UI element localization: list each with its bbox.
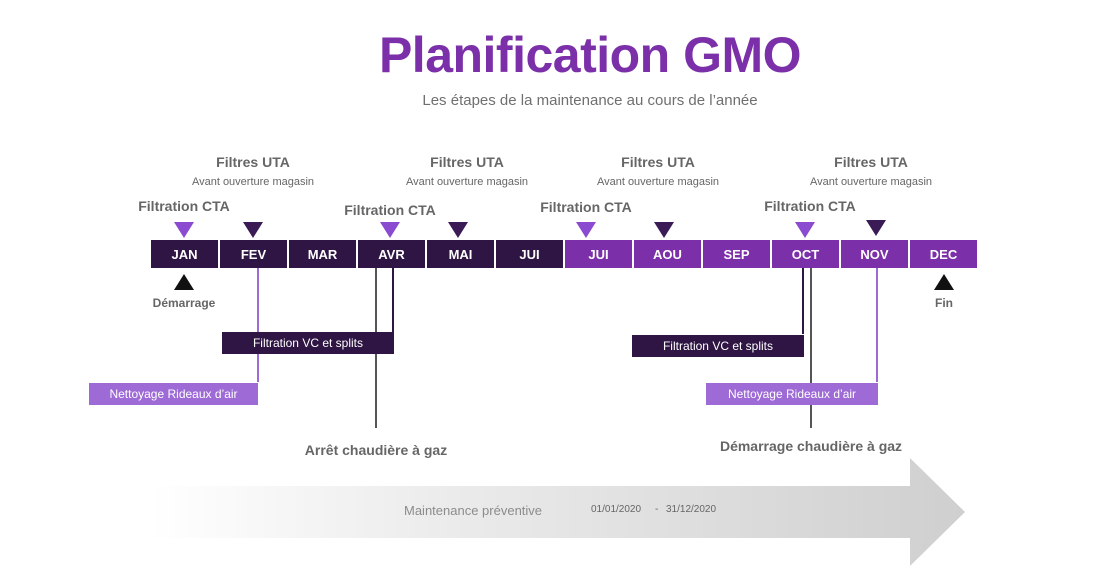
filtres-uta-marker-2 [448,222,468,238]
page-title: Planification GMO [378,27,802,83]
nettoyage-box-2: Nettoyage Rideaux d’air [706,383,878,405]
filtration-vc-connector-2 [802,268,804,334]
filtration-cta-marker-2 [380,222,400,238]
demarrage-chaudiere-label: Démarrage chaudière à gaz [719,438,903,454]
avant-ouverture-label-3: Avant ouverture magasin [596,176,720,188]
filtration-cta-marker-1 [174,222,194,238]
nettoyage-box-1: Nettoyage Rideaux d’air [89,383,258,405]
month-fev: FEV [220,240,287,268]
month-aou: AOU [634,240,701,268]
arrow-start-date: 01/01/2020 [591,504,642,515]
month-oct: OCT [772,240,839,268]
arret-chaudiere-label: Arrêt chaudière à gaz [304,442,448,458]
month-avr: AVR [358,240,425,268]
arrow-date-separator: - [655,504,659,515]
month-nov: NOV [841,240,908,268]
month-mar: MAR [289,240,356,268]
month-juil: JUI [565,240,632,268]
month-mai: MAI [427,240,494,268]
avant-ouverture-label-1: Avant ouverture magasin [191,176,315,188]
maintenance-arrow [150,458,965,566]
filtration-vc-box-1: Filtration VC et splits [222,332,394,354]
filtres-uta-label-2: Filtres UTA [430,154,504,170]
end-marker [934,274,954,290]
arrow-end-date: 31/12/2020 [666,504,717,515]
page-subtitle: Les étapes de la maintenance au cours de… [422,92,758,109]
filtration-cta-marker-4 [795,222,815,238]
filtration-cta-label-1: Filtration CTA [138,198,230,214]
start-marker [174,274,194,290]
fin-label: Fin [935,296,953,310]
filtres-uta-label-3: Filtres UTA [621,154,695,170]
filtres-uta-label-4: Filtres UTA [834,154,908,170]
filtration-cta-marker-3 [576,222,596,238]
filtration-cta-label-4: Filtration CTA [764,198,856,214]
filtres-uta-marker-3 [654,222,674,238]
arrow-label: Maintenance préventive [404,503,543,518]
avant-ouverture-label-4: Avant ouverture magasin [809,176,933,188]
nettoyage-connector-2 [876,268,878,382]
filtres-uta-marker-1 [243,222,263,238]
filtres-uta-label-1: Filtres UTA [216,154,290,170]
month-jui: JUI [496,240,563,268]
nettoyage-connector-1 [257,268,259,382]
filtres-uta-marker-4 [866,220,886,236]
filtration-vc-box-2: Filtration VC et splits [632,335,804,357]
month-sep: SEP [703,240,770,268]
month-dec: DEC [910,240,977,268]
filtration-cta-label-3: Filtration CTA [540,199,632,215]
demarrage-label: Démarrage [152,296,216,310]
month-jan: JAN [151,240,218,268]
filtration-vc-connector-1 [392,268,394,334]
filtration-cta-label-2: Filtration CTA [344,202,436,218]
avant-ouverture-label-2: Avant ouverture magasin [405,176,529,188]
demarrage-chaudiere-connector [810,268,812,428]
